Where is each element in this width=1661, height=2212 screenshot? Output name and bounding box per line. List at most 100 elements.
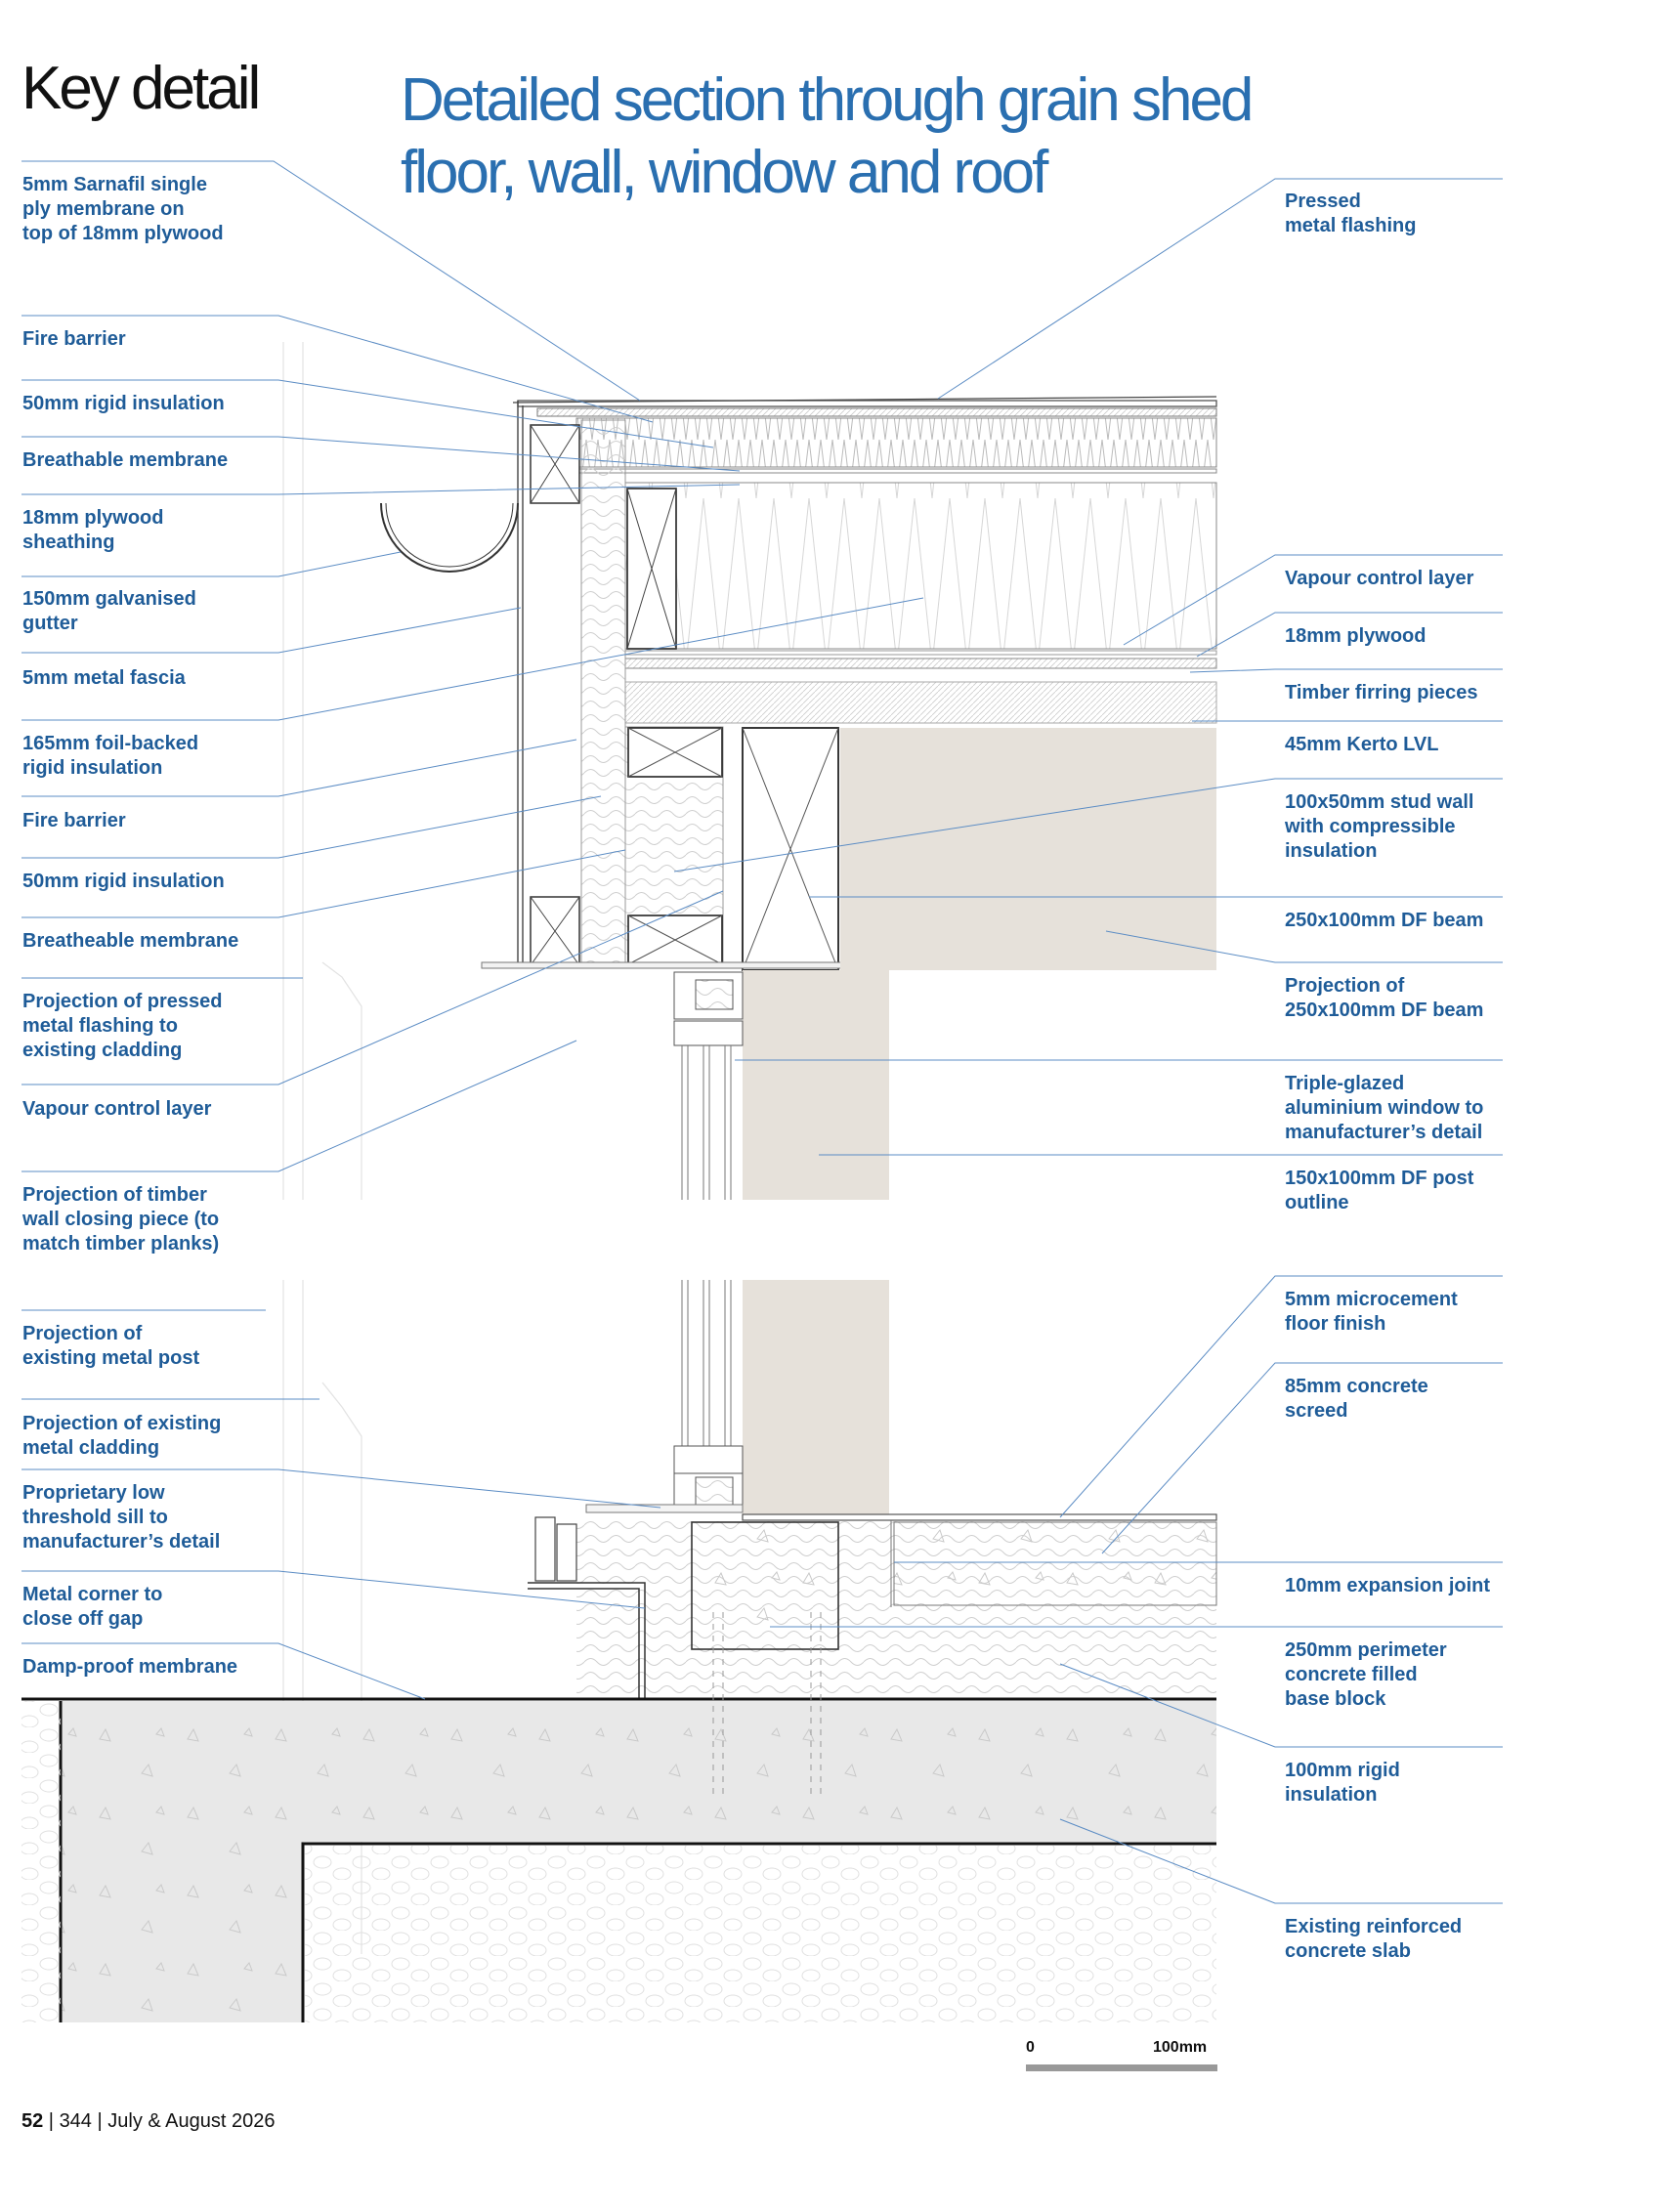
- roof-main-insulation: [624, 482, 1217, 650]
- label-vapour-control-roof: Vapour control layer: [1285, 568, 1474, 589]
- leader-line: [21, 1570, 646, 1609]
- issue-number: 344: [59, 2110, 92, 2132]
- label-breatheable-membrane-wall: Breatheable membrane: [22, 930, 239, 952]
- label-rigid-insulation-wall: 50mm rigid insulation: [22, 871, 225, 892]
- label-gutter: 150mm galvanised gutter: [22, 588, 196, 634]
- label-df-beam: 250x100mm DF beam: [1285, 910, 1484, 931]
- scale-bar: [1026, 2064, 1217, 2071]
- leader-line: [21, 597, 924, 721]
- timber-beam-post: [743, 728, 1216, 1514]
- label-existing-metal-post: Projection of existing metal post: [22, 1323, 200, 1369]
- df-post-upper: [743, 970, 889, 1200]
- metal-corner: [528, 1582, 646, 1699]
- label-microcement-finish: 5mm microcement floor finish: [1285, 1289, 1458, 1335]
- leader-line: [1059, 1818, 1503, 1904]
- scale-end-label: 100mm: [1153, 2039, 1208, 2056]
- label-plywood-sheathing: 18mm plywood sheathing: [22, 507, 164, 553]
- label-breathable-membrane-roof: Breathable membrane: [22, 449, 229, 471]
- issue-date: July & August 2026: [107, 2110, 276, 2132]
- fascia-and-gutter: [380, 396, 1217, 962]
- label-fire-barrier-wall: Fire barrier: [22, 810, 126, 831]
- floor-build-up: [21, 1504, 1217, 2022]
- roof-breathable-membrane: [575, 468, 1217, 474]
- label-stud-wall: 100x50mm stud wall with compressible ins…: [1285, 791, 1474, 862]
- roof-vapour-layer: [624, 650, 1217, 656]
- leader-line: [1059, 1663, 1503, 1748]
- page-footer: 52 | 344 | July & August 2026: [21, 2110, 276, 2132]
- label-rigid-insulation-roof: 50mm rigid insulation: [22, 393, 225, 414]
- scale-start-label: 0: [1026, 2039, 1035, 2056]
- label-existing-slab: Existing reinforced concrete slab: [1285, 1916, 1463, 1962]
- leader-line: [21, 1040, 577, 1172]
- label-perimeter-base-block: 250mm perimeter concrete filled base blo…: [1285, 1639, 1447, 1710]
- roof-plywood: [536, 407, 1217, 417]
- leader-line: [21, 739, 577, 797]
- leader-line: [21, 315, 654, 423]
- leader-line: [21, 849, 626, 918]
- leader-line: [1105, 930, 1503, 963]
- label-existing-metal-cladding: Projection of existing metal cladding: [22, 1413, 222, 1459]
- leader-line: [21, 160, 641, 402]
- label-vapour-control-wall: Vapour control layer: [22, 1098, 212, 1120]
- label-fire-barrier-roof: Fire barrier: [22, 328, 126, 350]
- leader-line: [21, 1468, 661, 1509]
- dowel-bars: [712, 1612, 822, 1798]
- roof-edge-timber-cross: [626, 488, 677, 650]
- perimeter-base-block: [691, 1521, 839, 1650]
- label-concrete-screed: 85mm concrete screed: [1285, 1376, 1428, 1422]
- leader-line: [21, 551, 402, 577]
- roof-firring: [624, 681, 1217, 724]
- concrete-screed: [893, 1521, 1217, 1606]
- label-metal-corner: Metal corner to close off gap: [22, 1584, 163, 1630]
- leader-line: [673, 778, 1503, 872]
- label-18mm-plywood: 18mm plywood: [1285, 625, 1427, 647]
- leader-line: [21, 795, 602, 859]
- df-beam: [840, 728, 1216, 970]
- leader-lines: [21, 160, 1503, 1904]
- leader-line: [1196, 612, 1503, 658]
- label-pressed-metal-flashing: Pressed metal flashing: [1285, 191, 1417, 236]
- threshold-sill: [585, 1504, 744, 1513]
- page-number: 52: [21, 2110, 44, 2132]
- metal-fascia: [517, 401, 524, 962]
- leader-line: [21, 607, 522, 654]
- leader-line: [21, 484, 741, 495]
- wall-rigid-insulation: [580, 419, 626, 963]
- label-threshold-sill: Proprietary low threshold sill to manufa…: [22, 1482, 221, 1553]
- label-df-beam-projection: Projection of 250x100mm DF beam: [1285, 975, 1484, 1021]
- microcement-finish: [742, 1513, 1217, 1521]
- leader-line: [21, 379, 714, 448]
- label-triple-glazed-window: Triple-glazed aluminium window to manufa…: [1285, 1073, 1484, 1143]
- label-timber-closing-piece: Projection of timber wall closing piece …: [22, 1184, 220, 1255]
- label-foil-backed-insulation: 165mm foil-backed rigid insulation: [22, 733, 199, 779]
- hardcore-fill: [305, 1846, 1216, 2022]
- metal-flashing: [512, 396, 1217, 404]
- roof-plywood-lower: [624, 658, 1217, 669]
- page-title: Detailed section through grain shed floo…: [401, 66, 1254, 206]
- sill-upstand: [534, 1516, 556, 1582]
- label-expansion-joint: 10mm expansion joint: [1285, 1575, 1491, 1596]
- leader-line: [1059, 1275, 1503, 1518]
- df-post-lower: [743, 1280, 889, 1514]
- flashing-projection: [481, 961, 844, 969]
- leader-line: [1189, 668, 1503, 673]
- section-heading: Key detail: [21, 55, 261, 122]
- label-damp-proof-membrane: Damp-proof membrane: [22, 1656, 238, 1678]
- label-kerto-lvl: 45mm Kerto LVL: [1285, 734, 1439, 755]
- label-pressed-flashing-projection: Projection of pressed metal flashing to …: [22, 991, 223, 1061]
- leader-line: [21, 1642, 426, 1700]
- leader-line: [1101, 1362, 1503, 1554]
- leader-line: [21, 890, 724, 1085]
- leader-line: [937, 178, 1503, 400]
- roof-rigid-insulation: [575, 417, 1217, 468]
- leader-line: [1123, 554, 1503, 646]
- label-rigid-insulation-floor: 100mm rigid insulation: [1285, 1760, 1400, 1806]
- triple-glazed-window: [673, 971, 744, 1513]
- galvanised-gutter: [380, 502, 519, 573]
- label-timber-firring: Timber firring pieces: [1285, 682, 1478, 703]
- label-df-post-outline: 150x100mm DF post outline: [1285, 1168, 1474, 1213]
- leader-line: [21, 436, 741, 472]
- label-metal-fascia: 5mm metal fascia: [22, 667, 186, 689]
- label-roof-membrane: 5mm Sarnafil single ply membrane on top …: [22, 174, 224, 244]
